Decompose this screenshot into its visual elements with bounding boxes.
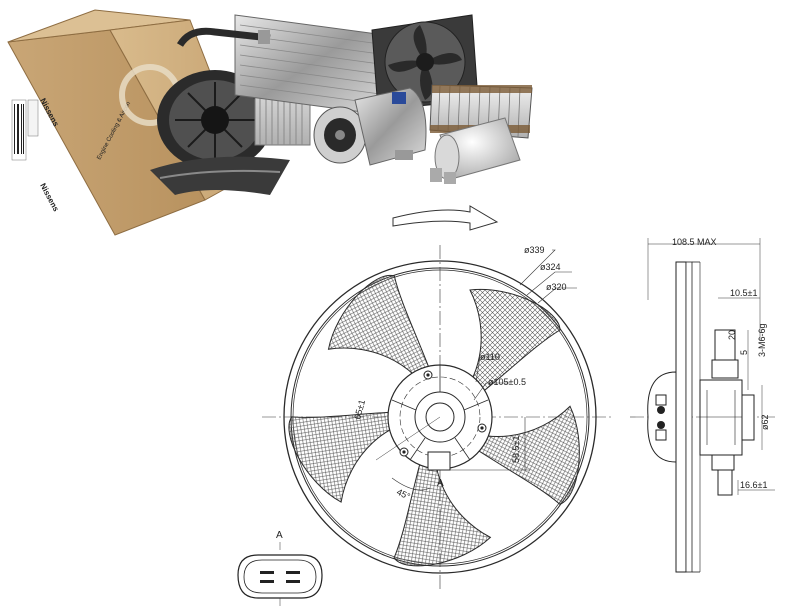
product-group: Nissens Nissens Engine Cooling & Aircon <box>7 9 533 236</box>
dim-angle-45: 45° <box>395 487 412 502</box>
dim-5: 5 <box>739 350 749 355</box>
connector-label: A <box>276 530 283 541</box>
dim-58-5: 58.5±1 <box>511 436 521 463</box>
fan-blade <box>393 416 492 567</box>
outer-ring-324 <box>290 267 590 567</box>
rotation-arrow-icon <box>392 205 499 231</box>
hub-bolt-circle <box>399 376 481 458</box>
fan-blade <box>327 274 441 418</box>
connector-pin <box>260 571 274 574</box>
connector-pin <box>260 580 274 583</box>
fan-side-view: 108.5 MAX 10.5±1 2 <box>630 237 775 573</box>
dim-d105: ø105±0.5 <box>488 377 526 387</box>
dim-d110: ø110 <box>480 352 500 362</box>
shroud-profile <box>675 261 687 573</box>
dim-d324: ø324 <box>540 262 561 272</box>
barcode-icon <box>14 104 24 154</box>
dim-d320: ø320 <box>546 282 567 292</box>
box-brand-bottom: Nissens <box>38 182 61 214</box>
connector-plug <box>427 451 451 471</box>
section-mark-a: A <box>437 478 444 489</box>
connector-pin <box>286 571 300 574</box>
fan-front-view: ø339 ø324 ø320 ø110 ø105±0.5 58.5±1 65±1… <box>262 245 612 590</box>
hub-dome <box>647 371 677 463</box>
connector-detail: A <box>237 530 323 606</box>
mount-hole <box>399 447 409 457</box>
hub-detail <box>655 394 667 441</box>
mount-hole <box>423 370 433 380</box>
fan-blade <box>439 405 580 505</box>
mount-hole <box>477 423 487 433</box>
dim-20: 20 <box>727 330 737 340</box>
fan-blade <box>288 411 441 503</box>
dim-65: 65±1 <box>352 399 367 421</box>
outer-ring-339 <box>283 260 597 574</box>
dim-d339: ø339 <box>524 245 545 255</box>
dim-10-5: 10.5±1 <box>730 288 757 298</box>
dim-d62: ø62 <box>760 414 770 430</box>
connector-pin <box>286 580 300 583</box>
ac-compressor-image <box>313 87 427 166</box>
motor-body <box>699 379 743 456</box>
dim-max-depth: 108.5 MAX <box>672 237 717 247</box>
dim-thread: 3-M6-6g <box>757 323 767 357</box>
receiver-dryer-image <box>430 117 521 184</box>
dim-16-6: 16.6±1 <box>740 480 767 490</box>
